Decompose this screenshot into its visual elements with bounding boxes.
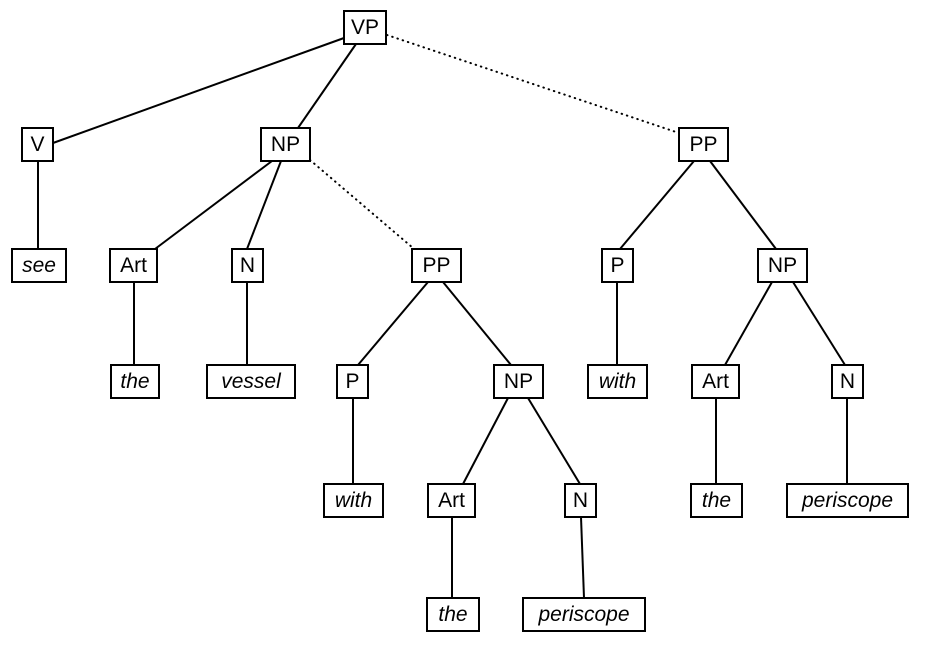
tree-edge-solid bbox=[246, 160, 282, 250]
node-box bbox=[109, 248, 158, 283]
node-box bbox=[601, 248, 634, 283]
tree-edge-solid bbox=[580, 516, 585, 599]
node-box bbox=[757, 248, 808, 283]
node-box bbox=[343, 10, 387, 45]
node-box bbox=[231, 248, 264, 283]
node-box bbox=[831, 364, 864, 399]
tree-edge-dotted bbox=[386, 34, 680, 134]
tree-node-peri_right[interactable]: periscope bbox=[786, 483, 909, 518]
tree-edge-solid bbox=[154, 160, 273, 250]
tree-node-the_mid[interactable]: the bbox=[426, 597, 480, 632]
tree-node-n1[interactable]: N bbox=[231, 248, 264, 283]
node-box bbox=[260, 127, 311, 162]
tree-node-with_mid[interactable]: with bbox=[323, 483, 384, 518]
node-box bbox=[206, 364, 296, 399]
node-label: the bbox=[702, 489, 731, 512]
tree-node-see[interactable]: see bbox=[11, 248, 67, 283]
tree-node-art_right[interactable]: Art bbox=[691, 364, 740, 399]
node-box bbox=[11, 248, 67, 283]
tree-edge-solid bbox=[297, 43, 357, 129]
node-box bbox=[323, 483, 384, 518]
tree-node-vessel[interactable]: vessel bbox=[206, 364, 296, 399]
node-box bbox=[411, 248, 462, 283]
node-label: vessel bbox=[221, 370, 282, 393]
tree-edge-solid bbox=[52, 37, 345, 144]
node-label: with bbox=[599, 370, 636, 393]
node-box bbox=[427, 483, 476, 518]
edge-layer bbox=[37, 34, 848, 599]
tree-node-n_mid[interactable]: N bbox=[564, 483, 597, 518]
tree-node-art1[interactable]: Art bbox=[109, 248, 158, 283]
node-label: V bbox=[30, 133, 44, 156]
tree-edge-solid bbox=[709, 160, 777, 250]
tree-node-pp_mid[interactable]: PP bbox=[411, 248, 462, 283]
tree-node-art_mid[interactable]: Art bbox=[427, 483, 476, 518]
node-label: Art bbox=[438, 489, 465, 512]
tree-node-np1[interactable]: NP bbox=[260, 127, 311, 162]
node-label: PP bbox=[422, 254, 450, 277]
node-box bbox=[21, 127, 54, 162]
node-box bbox=[522, 597, 646, 632]
node-label: the bbox=[120, 370, 149, 393]
node-box bbox=[786, 483, 909, 518]
tree-node-peri_mid[interactable]: periscope bbox=[522, 597, 646, 632]
tree-node-with_right[interactable]: with bbox=[587, 364, 648, 399]
tree-node-p_right[interactable]: P bbox=[601, 248, 634, 283]
node-label: see bbox=[22, 254, 56, 277]
node-box bbox=[691, 364, 740, 399]
tree-edge-solid bbox=[792, 281, 846, 366]
tree-edge-dotted bbox=[309, 159, 414, 249]
tree-edge-solid bbox=[357, 281, 429, 366]
node-label: PP bbox=[689, 133, 717, 156]
tree-node-n_right[interactable]: N bbox=[831, 364, 864, 399]
node-label: Art bbox=[702, 370, 729, 393]
node-label: N bbox=[840, 370, 855, 393]
node-label: NP bbox=[504, 370, 533, 393]
node-label: NP bbox=[271, 133, 300, 156]
node-box bbox=[678, 127, 729, 162]
node-box bbox=[110, 364, 160, 399]
tree-edge-solid bbox=[527, 397, 581, 485]
node-box bbox=[426, 597, 480, 632]
node-label: P bbox=[345, 370, 359, 393]
node-label: periscope bbox=[537, 603, 629, 626]
node-label: N bbox=[573, 489, 588, 512]
tree-node-np_right[interactable]: NP bbox=[757, 248, 808, 283]
node-box bbox=[587, 364, 648, 399]
tree-node-the_right[interactable]: the bbox=[690, 483, 743, 518]
node-box bbox=[690, 483, 743, 518]
tree-edge-solid bbox=[724, 281, 773, 366]
node-label: N bbox=[240, 254, 255, 277]
node-label: periscope bbox=[801, 489, 893, 512]
node-label: Art bbox=[120, 254, 147, 277]
tree-node-v[interactable]: V bbox=[21, 127, 54, 162]
tree-node-pp_right[interactable]: PP bbox=[678, 127, 729, 162]
node-label: P bbox=[610, 254, 624, 277]
node-label: the bbox=[438, 603, 467, 626]
node-box bbox=[336, 364, 369, 399]
tree-edge-solid bbox=[442, 281, 512, 366]
tree-node-vp[interactable]: VP bbox=[343, 10, 387, 45]
node-label: with bbox=[335, 489, 372, 512]
node-label: NP bbox=[768, 254, 797, 277]
tree-edge-solid bbox=[462, 397, 509, 485]
node-box bbox=[493, 364, 544, 399]
tree-node-np_mid[interactable]: NP bbox=[493, 364, 544, 399]
tree-edge-solid bbox=[619, 160, 695, 250]
tree-node-p_mid[interactable]: P bbox=[336, 364, 369, 399]
node-box bbox=[564, 483, 597, 518]
tree-node-the1[interactable]: the bbox=[110, 364, 160, 399]
node-label: VP bbox=[351, 16, 379, 39]
